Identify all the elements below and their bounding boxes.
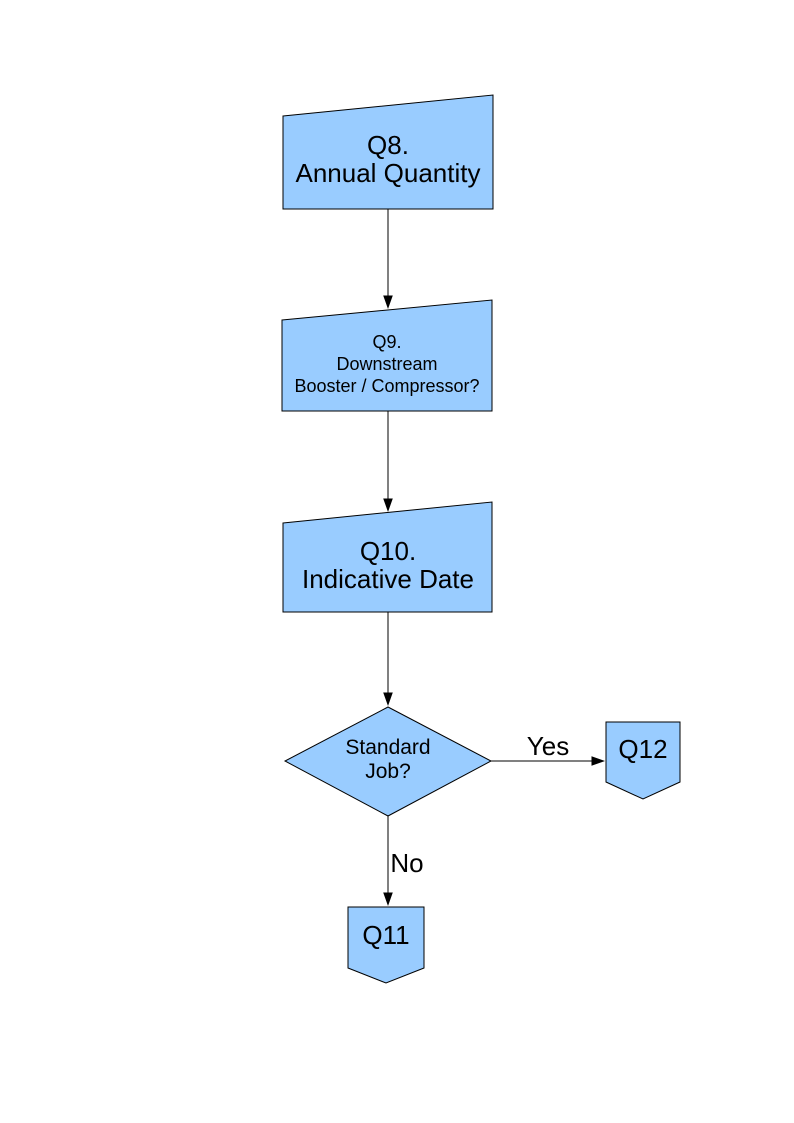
- node-q9-label-line2: Downstream: [336, 354, 437, 374]
- node-q10-label-line1: Q10.: [360, 536, 416, 566]
- edge-label-yes: Yes: [527, 731, 569, 761]
- edge-label-no: No: [390, 848, 423, 878]
- node-q10-label-line2: Indicative Date: [302, 564, 474, 594]
- node-q11-label: Q11: [362, 920, 409, 950]
- connector-q9-q10: [383, 411, 393, 512]
- node-q10: Q10. Indicative Date: [282, 501, 493, 613]
- node-decision: Standard Job?: [283, 706, 493, 817]
- arrowhead-decision-q11: [383, 892, 393, 906]
- connector-q8-q9: [383, 209, 393, 309]
- node-q9-shape: [281, 299, 493, 412]
- node-q8-label-line1: Q8.: [367, 130, 409, 160]
- node-q11-shape: [347, 906, 425, 984]
- node-q9-label-line3: Booster / Compressor?: [294, 376, 479, 396]
- arrowhead-q8-q9: [383, 295, 393, 309]
- node-decision-label-line2: Job?: [365, 760, 411, 783]
- node-q12-shape: [605, 721, 681, 800]
- node-q12: Q12: [605, 721, 681, 800]
- node-q11: Q11: [347, 906, 425, 984]
- node-q10-shape: [282, 501, 493, 613]
- arrowhead-decision-q12: [591, 756, 605, 766]
- node-q9-label-line1: Q9.: [372, 332, 401, 352]
- node-decision-label-line1: Standard: [345, 736, 430, 759]
- connector-q10-decision: [383, 612, 393, 706]
- node-q8-shape: [282, 94, 494, 210]
- arrowhead-q9-q10: [383, 498, 393, 512]
- arrowhead-q10-decision: [383, 692, 393, 706]
- node-q8: Q8. Annual Quantity: [282, 94, 494, 210]
- connector-decision-q12: Yes: [491, 731, 605, 766]
- connector-decision-q11: No: [383, 816, 424, 906]
- node-q12-label: Q12: [618, 734, 667, 764]
- node-q8-label-line2: Annual Quantity: [295, 158, 480, 188]
- node-q9: Q9. Downstream Booster / Compressor?: [281, 299, 493, 412]
